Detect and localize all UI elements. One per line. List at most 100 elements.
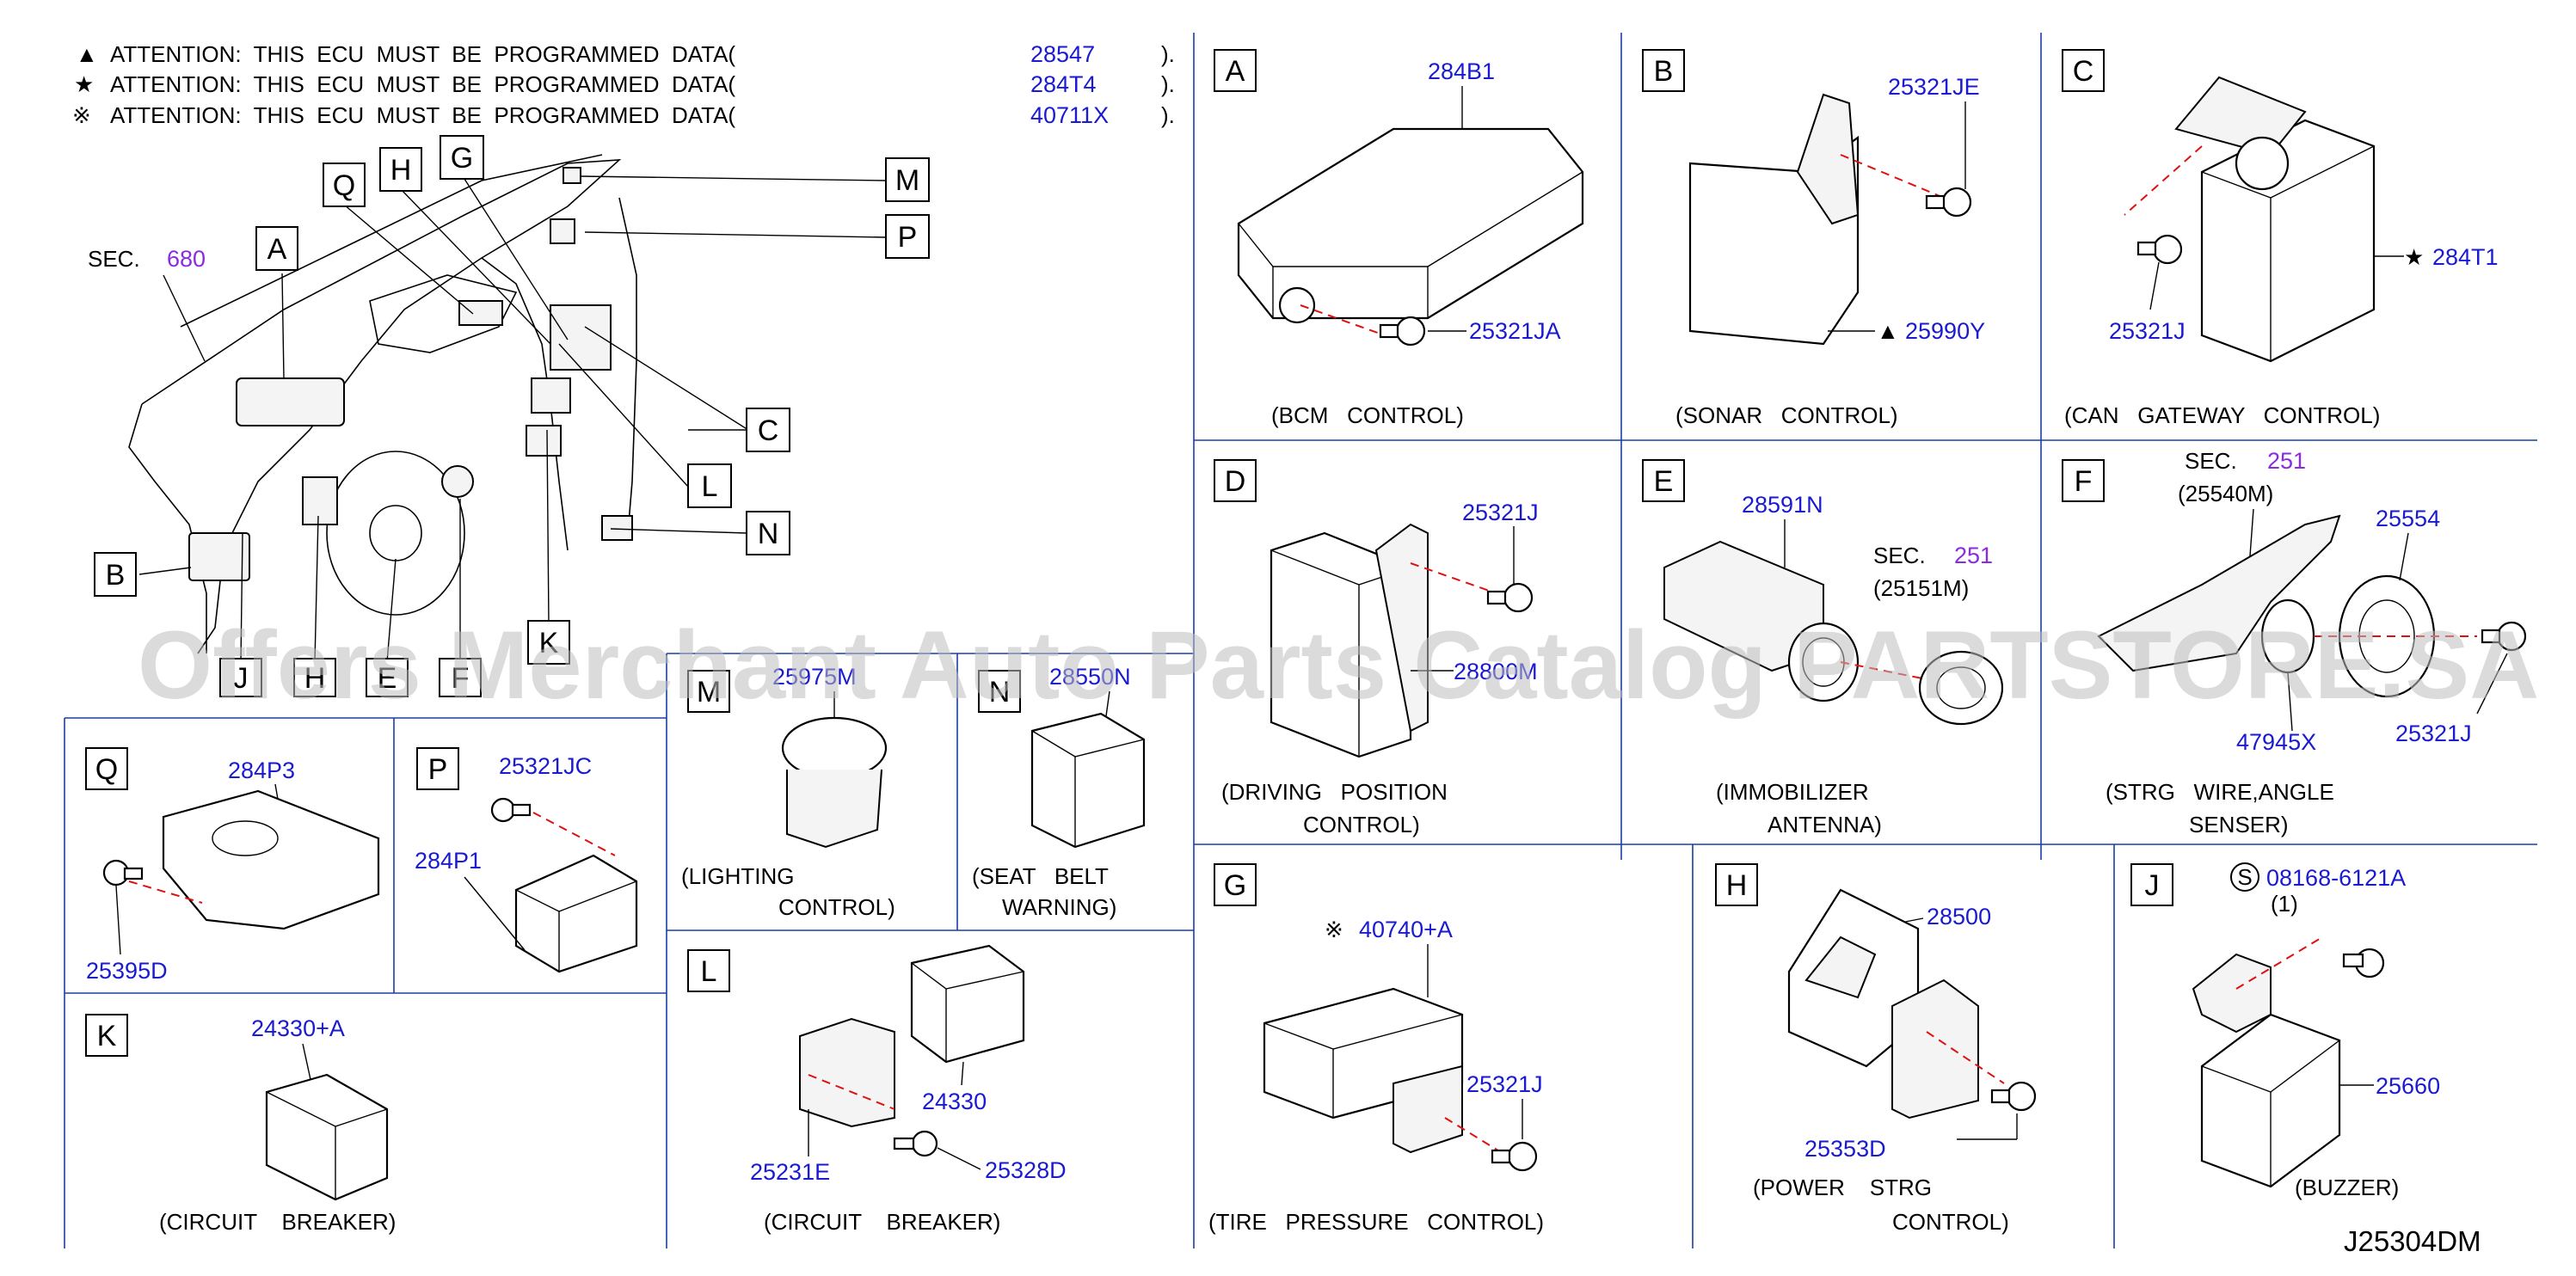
panel-c-can-gateway: C 25321J ★ 284T1 (CAN GATEWAY CONTROL): [2062, 49, 2499, 428]
overview-dashboard: SEC. 680: [88, 135, 930, 697]
attention-symbol-2: ★: [74, 71, 94, 97]
panel-a-screw: [1379, 316, 1426, 347]
diagram-code: J25304DM: [2344, 1225, 2481, 1257]
attention-code-1: 28547: [1030, 41, 1095, 67]
panel-j-bolt-number: 08168-6121A: [2266, 865, 2406, 891]
panel-d-screw-number: 25321J: [1462, 500, 1539, 525]
panel-g-part-number: 40740+A: [1359, 917, 1453, 942]
panel-c-screw: [2136, 234, 2183, 265]
svg-text:E: E: [378, 662, 397, 695]
overview-callout-k: K: [527, 620, 570, 665]
panel-j-bolt: [2342, 948, 2385, 978]
attention-line-2: ★ ATTENTION: THIS ECU MUST BE PROGRAMMED…: [74, 71, 1175, 97]
panel-j-bolt-mark: S: [2237, 864, 2252, 890]
attention-close-2: ).: [1161, 71, 1175, 97]
panel-q-screw-number: 25395D: [86, 958, 168, 984]
svg-text:N: N: [758, 518, 779, 550]
panel-h-power-strg: H 28500 25353D (POWER STRG CONTROL): [1715, 863, 2037, 1235]
panel-n-caption-1: (SEAT BELT: [972, 863, 1109, 889]
panel-b-letter: B: [1654, 55, 1674, 88]
lighting-sensor: [781, 716, 888, 780]
panel-q-part-number: 284P3: [228, 758, 295, 783]
panel-b-part-number: 25990Y: [1905, 318, 1985, 344]
panel-q: Q 284P3 25395D: [85, 747, 380, 984]
panel-h-caption-1: (POWER STRG: [1753, 1175, 1932, 1200]
panel-l-letter: L: [701, 955, 717, 988]
panel-e-part-number: 28591N: [1742, 492, 1823, 518]
panel-h-caption-2: CONTROL): [1892, 1209, 2009, 1235]
panel-c-caption: (CAN GATEWAY CONTROL): [2064, 402, 2380, 428]
panel-e-caption-2: ANTENNA): [1768, 812, 1882, 837]
panel-k-circuit-breaker: K 24330+A (CIRCUIT BREAKER): [85, 1014, 396, 1235]
panel-f-screw: [2481, 621, 2527, 652]
overview-callout-c: C: [746, 408, 790, 452]
overview-callout-h-top: H: [379, 147, 422, 192]
svg-text:L: L: [702, 470, 718, 503]
panel-h-letter: H: [1726, 869, 1748, 902]
panel-e-caption-1: (IMMOBILIZER: [1716, 779, 1869, 805]
attention-symbol-3: ※: [72, 102, 91, 128]
panel-l-circuit-breaker: L 24330 25231E 25328D (CIRCUIT BREAKER): [687, 944, 1067, 1235]
svg-text:C: C: [758, 414, 779, 447]
panel-k-caption: (CIRCUIT BREAKER): [159, 1209, 396, 1235]
attention-close-1: ).: [1161, 41, 1175, 67]
panel-d-letter: D: [1225, 465, 1246, 498]
panel-k-letter: K: [97, 1020, 117, 1052]
panel-q-letter: Q: [95, 753, 118, 786]
panel-p-unit: [514, 854, 638, 973]
panel-l-screw-number: 25328D: [985, 1157, 1067, 1183]
panel-f-sec-label: SEC.: [2185, 448, 2237, 474]
panel-a-letter-box: [1214, 49, 1257, 92]
panel-b-part-mark: ▲: [1877, 318, 1899, 344]
panel-g-screw: [1491, 1141, 1538, 1172]
panel-d-caption-2: CONTROL): [1303, 812, 1420, 837]
panel-j-part-number: 25660: [2376, 1073, 2440, 1099]
panel-l-bracket: [799, 1017, 895, 1128]
panel-h-part-number: 28500: [1927, 904, 1991, 929]
overview-callout-h: H: [293, 658, 336, 697]
panel-h-screw: [1990, 1081, 2037, 1112]
svg-text:P: P: [898, 221, 918, 254]
panel-e-sec-label: SEC.: [1873, 543, 1926, 568]
panel-c-letter: C: [2073, 55, 2094, 88]
panel-b-sonar: B 25321JE ▲ 25990Y (SONAR CONTROL): [1642, 49, 1985, 428]
attention-code-3: 40711X: [1030, 102, 1109, 128]
svg-text:G: G: [451, 142, 473, 175]
panel-f-strg-wire: F SEC. 251 (25540M) 25554 47945X 25321J …: [2062, 448, 2527, 837]
panel-m-caption-2: CONTROL): [778, 894, 895, 920]
panel-a-bcm: A 284B1 25321JA (BCM CONTROL): [1214, 49, 1584, 428]
panel-l-screw: [893, 1130, 938, 1157]
attention-symbol-1: ▲: [76, 41, 98, 67]
overview-sec-number: 680: [167, 246, 206, 272]
panel-grid: [64, 33, 2537, 1248]
panel-j-bolt-qty: (1): [2271, 891, 2298, 917]
panel-d-driving-position: D 25321J 28800M (DRIVING POSITION CONTRO…: [1214, 459, 1539, 837]
panel-a-screw-number: 25321JA: [1469, 318, 1561, 344]
panel-c-screw-number: 25321J: [2109, 318, 2186, 344]
overview-callout-m: M: [885, 157, 930, 202]
panel-f-part-number: 25554: [2376, 506, 2440, 531]
panel-n-part-number: 28550N: [1049, 664, 1131, 690]
panel-n-letter: N: [989, 676, 1011, 709]
overview-callout-l: L: [687, 463, 732, 508]
panel-q-bracket: [162, 789, 380, 930]
svg-text:J: J: [234, 662, 249, 695]
panel-l-part-number: 24330: [922, 1089, 987, 1114]
overview-callout-g: G: [440, 135, 484, 180]
panel-j-buzzer: J S 08168-6121A (1) 25660 (BUZZER): [2130, 862, 2440, 1200]
panel-m-letter: M: [697, 676, 721, 709]
attention-line-3: ※ ATTENTION: THIS ECU MUST BE PROGRAMMED…: [72, 102, 1175, 128]
overview-callout-j: J: [219, 658, 262, 697]
attention-notes: ▲ ATTENTION: THIS ECU MUST BE PROGRAMMED…: [72, 41, 1175, 128]
panel-g-screw-number: 25321J: [1466, 1071, 1543, 1097]
svg-text:Q: Q: [333, 169, 355, 202]
panel-m-lighting: M 25975M (LIGHTING CONTROL): [681, 664, 895, 920]
attention-text-2: ATTENTION: THIS ECU MUST BE PROGRAMMED D…: [110, 71, 735, 97]
panel-d-screw: [1486, 582, 1534, 613]
panel-g-caption: (TIRE PRESSURE CONTROL): [1208, 1209, 1544, 1235]
panel-e-immobilizer: E 28591N SEC. 251 (25151M) (IMMOBILIZER …: [1642, 459, 2004, 837]
overview-callout-p: P: [885, 214, 930, 259]
panel-p-part-number: 284P1: [415, 848, 482, 874]
panel-l-bracket-number: 25231E: [750, 1159, 830, 1185]
panel-b-caption: (SONAR CONTROL): [1675, 402, 1898, 428]
